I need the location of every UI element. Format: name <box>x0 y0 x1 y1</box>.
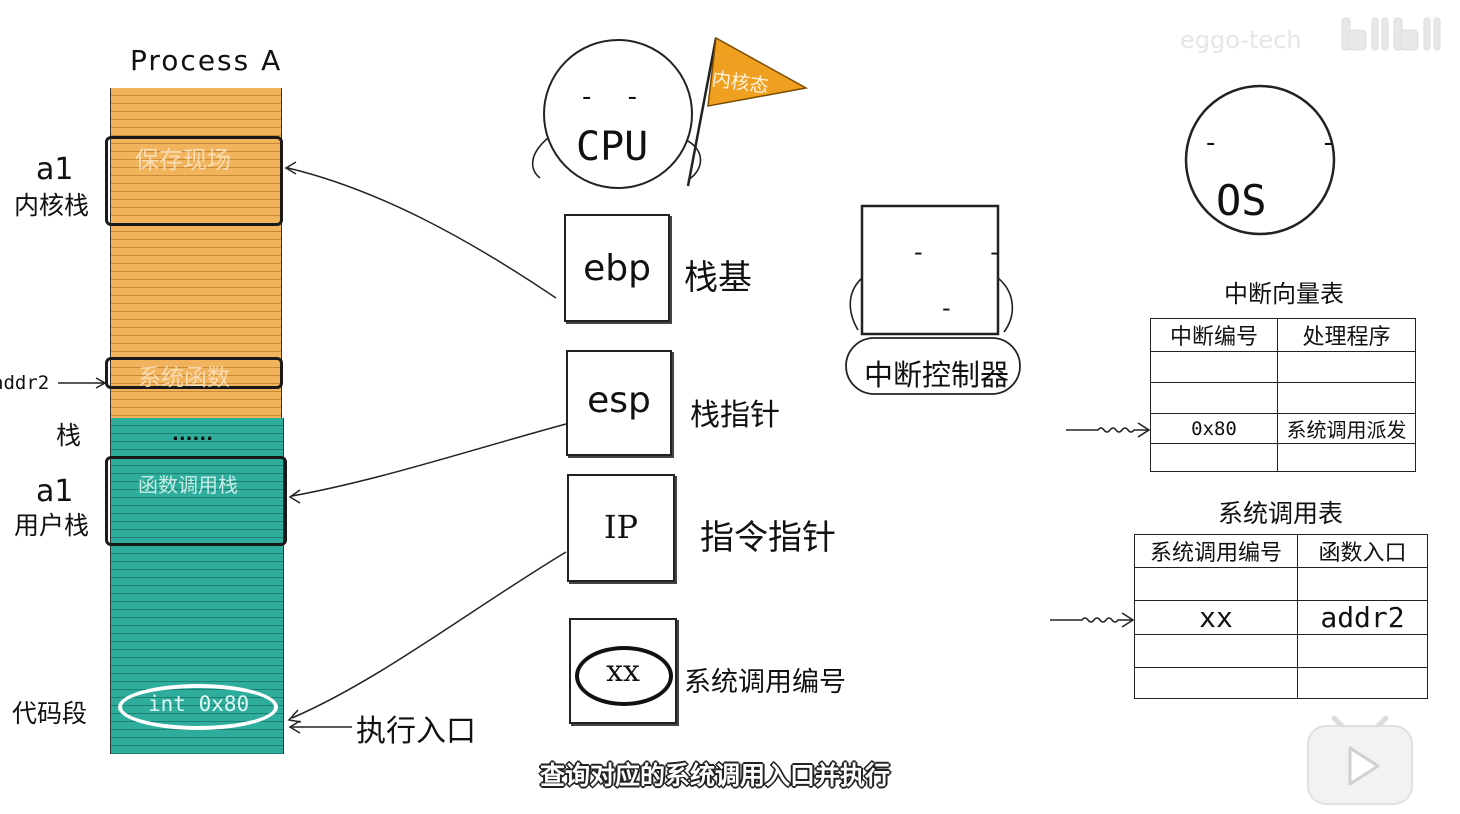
play-icon <box>1307 715 1413 805</box>
ip-register: IP <box>567 474 675 582</box>
int-instruction-ring <box>118 684 278 730</box>
int-instruction-label: int 0x80 <box>148 692 250 716</box>
video-subtitle: 查询对应的系统调用入口并执行 <box>540 761 891 790</box>
os-face: - - <box>1206 128 1384 158</box>
table-cell <box>1277 443 1416 472</box>
interrupt-controller-eyes: - - <box>914 238 1029 266</box>
ivt-title: 中断向量表 <box>1224 280 1344 308</box>
syscall-number-ring <box>575 646 673 706</box>
ivt-header-handler: 处理程序 <box>1277 318 1416 352</box>
system-function-frame <box>105 357 283 389</box>
syscall-number-register: xx <box>569 618 677 724</box>
exec-entry-label: 执行入口 <box>356 714 476 749</box>
os-character <box>1182 84 1342 238</box>
table-row <box>1134 667 1428 699</box>
table-row <box>1150 351 1416 383</box>
play-button[interactable] <box>1304 704 1416 808</box>
call-stack-label: 函数调用栈 <box>138 473 238 497</box>
interrupt-controller-label: 中断控制器 <box>864 358 1010 392</box>
table-cell <box>1150 351 1278 383</box>
addr2-label: addr2 <box>0 372 50 394</box>
table-cell <box>1277 382 1416 414</box>
kernel-stack-region <box>110 88 282 418</box>
table-row <box>1134 567 1428 601</box>
interrupt-controller-mouth: - <box>942 294 951 322</box>
stack-ellipsis: ...... <box>172 424 214 445</box>
table-cell <box>1150 382 1278 414</box>
table-cell: 0x80 <box>1150 413 1278 444</box>
kernel-stack-a1-label: a1 <box>36 152 74 187</box>
ip-register-name: IP <box>603 508 639 546</box>
ivt-header-number: 中断编号 <box>1150 318 1278 352</box>
table-cell: 系统调用派发 <box>1277 413 1416 444</box>
table-cell <box>1134 567 1298 601</box>
process-title: Process A <box>130 44 283 77</box>
ivt-header-row: 中断编号 处理程序 <box>1150 318 1416 352</box>
stack-label: 栈 <box>56 421 82 450</box>
ebp-register: ebp <box>564 214 670 322</box>
ivt-table: 中断编号 处理程序 0x80 系统调用派发 <box>1150 318 1416 472</box>
table-row: xx addr2 <box>1134 600 1428 635</box>
call-stack-frame <box>105 456 287 546</box>
cpu-face: - - <box>582 82 652 112</box>
os-label: OS <box>1216 176 1267 225</box>
syscall-number-register-name: xx <box>606 654 640 689</box>
kernel-stack-label: 内核栈 <box>14 191 90 220</box>
user-stack-label: 用户栈 <box>14 511 90 540</box>
table-cell <box>1297 634 1428 668</box>
table-cell <box>1134 634 1298 668</box>
syscall-header-entry: 函数入口 <box>1297 534 1428 568</box>
ip-description: 指令指针 <box>700 518 836 558</box>
bilibili-logo-icon <box>1338 14 1450 54</box>
ebp-register-name: ebp <box>583 248 651 289</box>
syscall-table-title: 系统调用表 <box>1218 499 1344 528</box>
esp-register: esp <box>566 350 672 456</box>
table-row <box>1150 443 1416 472</box>
cpu-character <box>520 30 810 200</box>
watermark: eggo-tech <box>1180 26 1302 54</box>
table-row <box>1150 382 1416 414</box>
esp-register-name: esp <box>587 380 651 421</box>
save-context-frame <box>105 136 283 226</box>
cpu-label: CPU <box>576 124 649 170</box>
table-cell <box>1297 567 1428 601</box>
table-row <box>1134 634 1428 668</box>
table-cell <box>1277 351 1416 383</box>
table-cell <box>1297 667 1428 699</box>
table-cell: xx <box>1134 600 1298 635</box>
user-stack-a1-label: a1 <box>36 474 74 509</box>
syscall-header-row: 系统调用编号 函数入口 <box>1134 534 1428 568</box>
syscall-table: 系统调用编号 函数入口 xx addr2 <box>1134 534 1428 699</box>
esp-description: 栈指针 <box>690 398 780 433</box>
syscall-number-description: 系统调用编号 <box>684 667 846 698</box>
table-row: 0x80 系统调用派发 <box>1150 413 1416 444</box>
table-cell: addr2 <box>1297 600 1428 635</box>
system-function-label: 系统函数 <box>138 365 230 391</box>
ebp-description: 栈基 <box>684 258 752 298</box>
table-cell <box>1134 667 1298 699</box>
code-segment-label: 代码段 <box>12 699 88 728</box>
table-cell <box>1150 443 1278 472</box>
syscall-header-number: 系统调用编号 <box>1134 534 1298 568</box>
interrupt-controller-character <box>840 198 1030 398</box>
save-context-label: 保存现场 <box>135 146 231 174</box>
